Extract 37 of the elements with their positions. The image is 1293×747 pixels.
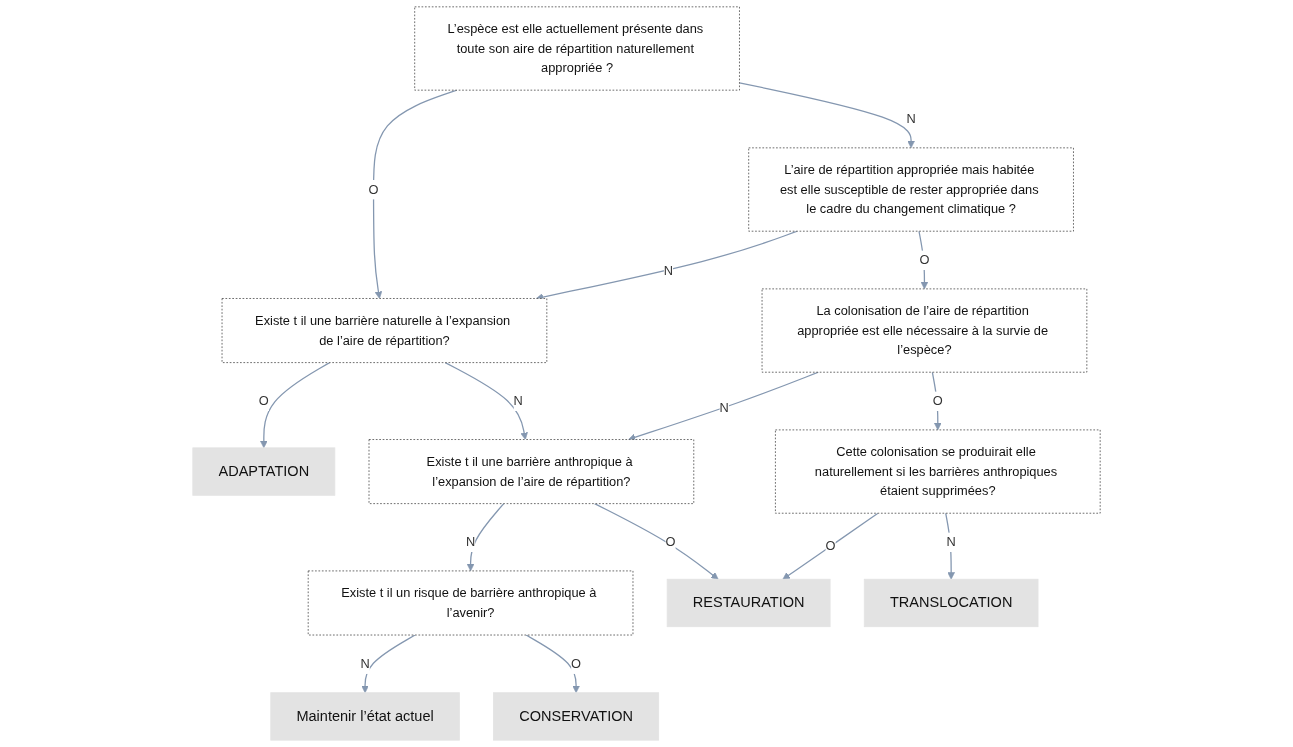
edge-label: O xyxy=(919,252,930,267)
node-box: Maintenir l’état actuel xyxy=(270,692,460,741)
node-box: Existe t il un risque de barrière anthropique à l’avenir? xyxy=(307,570,634,636)
arrow xyxy=(525,634,580,694)
edge-label: O xyxy=(368,181,379,197)
node-box: Existe t il une barrière anthropique à l’expansion de l’aire de répartition? xyxy=(368,439,695,505)
edge-label: N xyxy=(906,111,916,126)
edge-label: O xyxy=(825,538,836,553)
edge-label: N xyxy=(513,393,523,408)
edge-label: O xyxy=(258,393,269,408)
node-box: CONSERVATION xyxy=(493,692,660,741)
node-box: ADAPTATION xyxy=(192,447,336,496)
edge-label: N xyxy=(719,400,729,415)
node-box: Cette colonisation se produirait elle naturellement si les barrières anthropiques étaient supprimées? xyxy=(774,429,1101,514)
arrow xyxy=(593,503,719,580)
arrow xyxy=(260,361,331,449)
edge-label: O xyxy=(932,393,943,408)
edge-label: N xyxy=(663,262,674,278)
arrow xyxy=(782,512,879,580)
edge-label: O xyxy=(571,655,582,671)
arrow xyxy=(945,512,955,580)
edge-label: O xyxy=(665,534,676,549)
arrow xyxy=(918,230,929,290)
edge-label: N xyxy=(946,534,956,549)
node-box: L’aire de répartition appropriée mais habitée est elle susceptible de rester appropriée dans le cadre du changement climatique ? xyxy=(748,147,1074,232)
arrow xyxy=(361,634,416,694)
node-box: L’espèce est elle actuellement présente dans toute son aire de répartition naturellement appropriée ? xyxy=(414,6,740,91)
arrow xyxy=(466,503,505,572)
node-box: TRANSLOCATION xyxy=(863,578,1039,628)
arrow xyxy=(444,361,528,440)
node-box: RESTAURATION xyxy=(666,578,831,628)
arrow xyxy=(738,82,915,149)
edge-label: N xyxy=(465,534,476,549)
node-box: La colonisation de l’aire de répartition appropriée est elle nécessaire à la survie de l’espèce? xyxy=(761,288,1088,373)
node-box: Existe t il une barrière naturelle à l’expansion de l’aire de répartition? xyxy=(221,298,548,364)
edge-label: N xyxy=(360,655,370,671)
arrow xyxy=(931,371,942,431)
